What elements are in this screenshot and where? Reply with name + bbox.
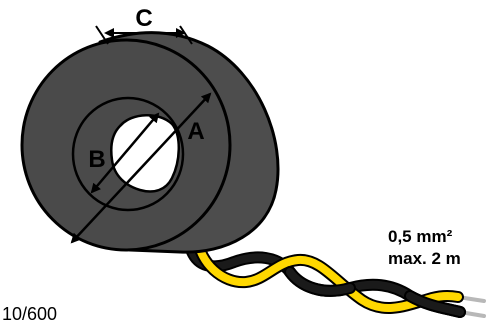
cable-cross-section: 0,5 mm² (388, 227, 453, 246)
cable-spec: 0,5 mm² max. 2 m (388, 227, 461, 268)
cable (184, 234, 486, 318)
toroid-core (20, 31, 280, 254)
dimension-b-label: B (88, 146, 105, 173)
dimension-c-tick-left (95, 25, 109, 45)
dimension-b: B (88, 112, 160, 194)
cable-max-length: max. 2 m (388, 249, 461, 268)
dimension-c: C (95, 5, 193, 45)
dimension-c-label: C (135, 5, 152, 32)
dimension-b-arrow (90, 112, 160, 194)
model-number: 10/600 (2, 304, 57, 324)
core-hole (110, 114, 180, 193)
dimension-a-label: A (187, 118, 204, 145)
